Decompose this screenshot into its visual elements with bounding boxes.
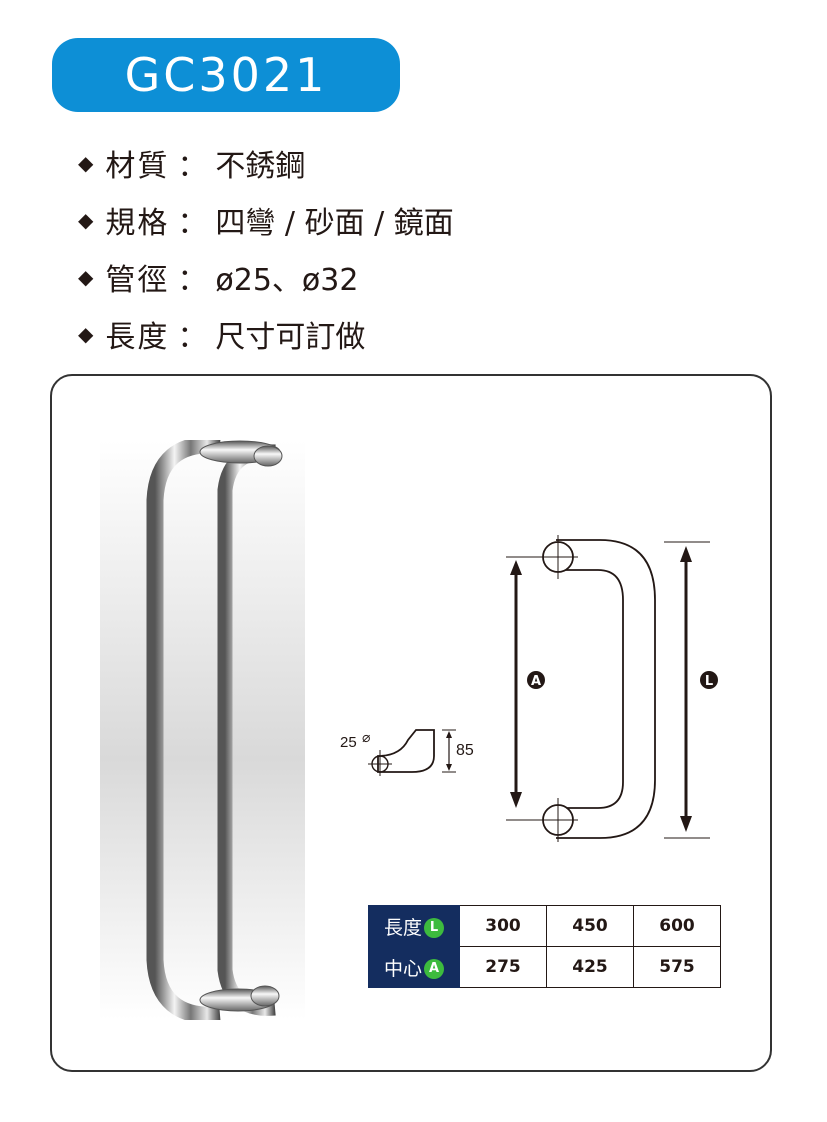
spec-key: 材質 bbox=[105, 148, 170, 184]
handle-photo bbox=[100, 440, 305, 1020]
spec-item: ◆ 材質 ： 不銹鋼 bbox=[78, 134, 454, 191]
spec-separator: ： bbox=[177, 262, 208, 298]
table-cell: 575 bbox=[633, 946, 721, 988]
spec-separator: ： bbox=[177, 148, 208, 184]
spec-value: 四彎 / 砂面 / 鏡面 bbox=[215, 205, 454, 241]
row-header-label: 中心 bbox=[383, 957, 422, 980]
technical-drawing: A L 25 ⌀ 85 bbox=[340, 535, 718, 842]
spec-item: ◆ 規格 ： 四彎 / 砂面 / 鏡面 bbox=[78, 191, 454, 248]
table-cell: 600 bbox=[633, 905, 721, 947]
spec-key: 管徑 bbox=[105, 262, 170, 298]
spec-value: 不銹鋼 bbox=[215, 148, 306, 184]
diameter-symbol: ⌀ bbox=[362, 730, 371, 746]
row-header-label: 長度 bbox=[383, 916, 422, 939]
title-badge: GC3021 bbox=[52, 38, 400, 112]
table-cell: 450 bbox=[546, 905, 634, 947]
spec-list: ◆ 材質 ： 不銹鋼 ◆ 規格 ： 四彎 / 砂面 / 鏡面 ◆ 管徑 ： ø2… bbox=[78, 134, 454, 362]
product-panel bbox=[50, 374, 772, 1072]
diamond-bullet-icon: ◆ bbox=[78, 207, 94, 232]
spec-value: ø25、ø32 bbox=[215, 262, 359, 298]
diamond-bullet-icon: ◆ bbox=[78, 321, 94, 346]
product-code: GC3021 bbox=[124, 48, 328, 102]
handle-inner-outline bbox=[556, 569, 624, 809]
letter-badge-a: A bbox=[424, 959, 444, 979]
spec-item: ◆ 管徑 ： ø25、ø32 bbox=[78, 248, 454, 305]
spec-value: 尺寸可訂做 bbox=[215, 319, 366, 355]
letter-badge-l: L bbox=[424, 918, 444, 938]
label-a: A bbox=[531, 674, 541, 689]
spec-separator: ： bbox=[177, 319, 208, 355]
depth-label: 85 bbox=[456, 742, 474, 759]
spec-key: 規格 bbox=[105, 205, 170, 241]
handle-outline bbox=[556, 539, 656, 839]
bracket-profile bbox=[377, 729, 435, 773]
table-cell: 300 bbox=[459, 905, 547, 947]
spec-separator: ： bbox=[177, 205, 208, 241]
spec-item: ◆ 長度 ： 尺寸可訂做 bbox=[78, 305, 454, 362]
label-l: L bbox=[705, 674, 713, 689]
diamond-bullet-icon: ◆ bbox=[78, 264, 94, 289]
table-cell: 275 bbox=[459, 946, 547, 988]
spec-key: 長度 bbox=[105, 319, 170, 355]
diamond-bullet-icon: ◆ bbox=[78, 150, 94, 175]
diameter-label: 25 bbox=[340, 734, 357, 751]
table-cell: 425 bbox=[546, 946, 634, 988]
